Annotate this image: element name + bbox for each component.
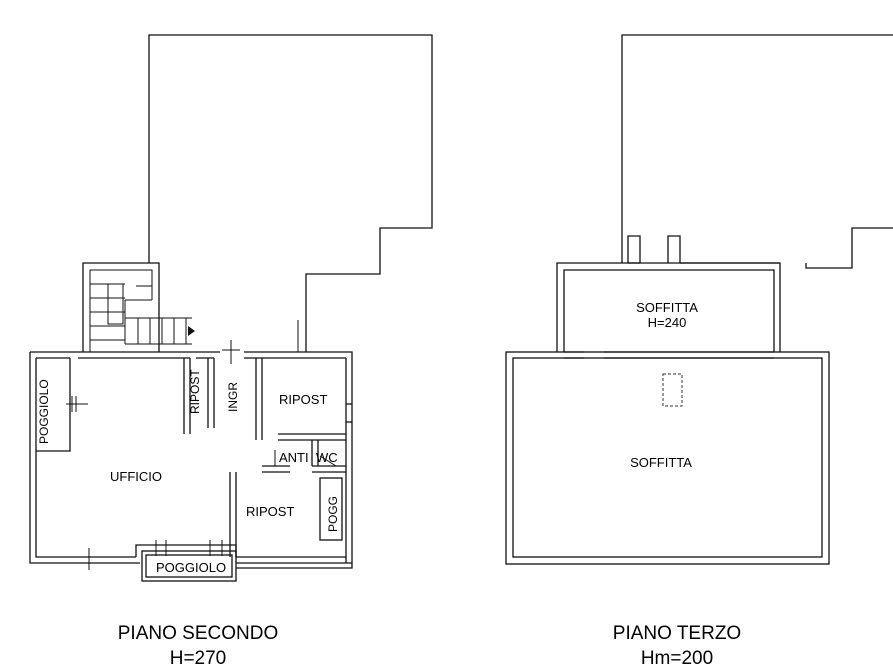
room-label-ripost-a: RIPOST	[188, 369, 202, 414]
room-label-ufficio: UFFICIO	[110, 469, 162, 484]
plan-height-piano-secondo: H=270	[170, 648, 227, 669]
room-label-anti: ANTI	[279, 450, 309, 465]
roof-hatch	[662, 373, 683, 407]
south-balcony	[135, 540, 237, 582]
room-label-soffitta-main: SOFFITTA	[630, 455, 692, 470]
piano-terzo-plan: SOFFITTA H=240 SOFFITTA PIANO TERZO Hm=2…	[505, 34, 893, 669]
plan-height-piano-terzo: Hm=200	[641, 648, 713, 669]
soffitta-main-room	[505, 351, 830, 565]
plan-title-piano-terzo: PIANO TERZO	[613, 623, 741, 644]
stair-arrow-icon	[188, 326, 195, 336]
room-label-ripost-b: RIPOST	[279, 392, 327, 407]
roof-outline-left	[148, 34, 433, 352]
room-label-pogg: POGG	[326, 496, 340, 532]
staircase	[82, 262, 195, 352]
windows	[66, 320, 337, 570]
room-label-soffitta-upper: SOFFITTA	[636, 300, 698, 315]
room-label-poggiolo-south: POGGIOLO	[156, 560, 226, 575]
piano-secondo-plan: UFFICIO POGGIOLO POGGIOLO RIPOST INGR RI…	[29, 34, 433, 669]
roof-outline-right	[621, 34, 893, 263]
plan-title-piano-secondo: PIANO SECONDO	[118, 623, 278, 644]
room-label-ripost-c: RIPOST	[246, 504, 294, 519]
room-label-poggiolo-west: POGGIOLO	[37, 379, 51, 444]
room-label-ingr: INGR	[226, 382, 240, 412]
building-walls	[29, 351, 353, 569]
room-label-wc: WC	[316, 450, 338, 465]
room-label-soffitta-upper-height: H=240	[648, 315, 687, 330]
